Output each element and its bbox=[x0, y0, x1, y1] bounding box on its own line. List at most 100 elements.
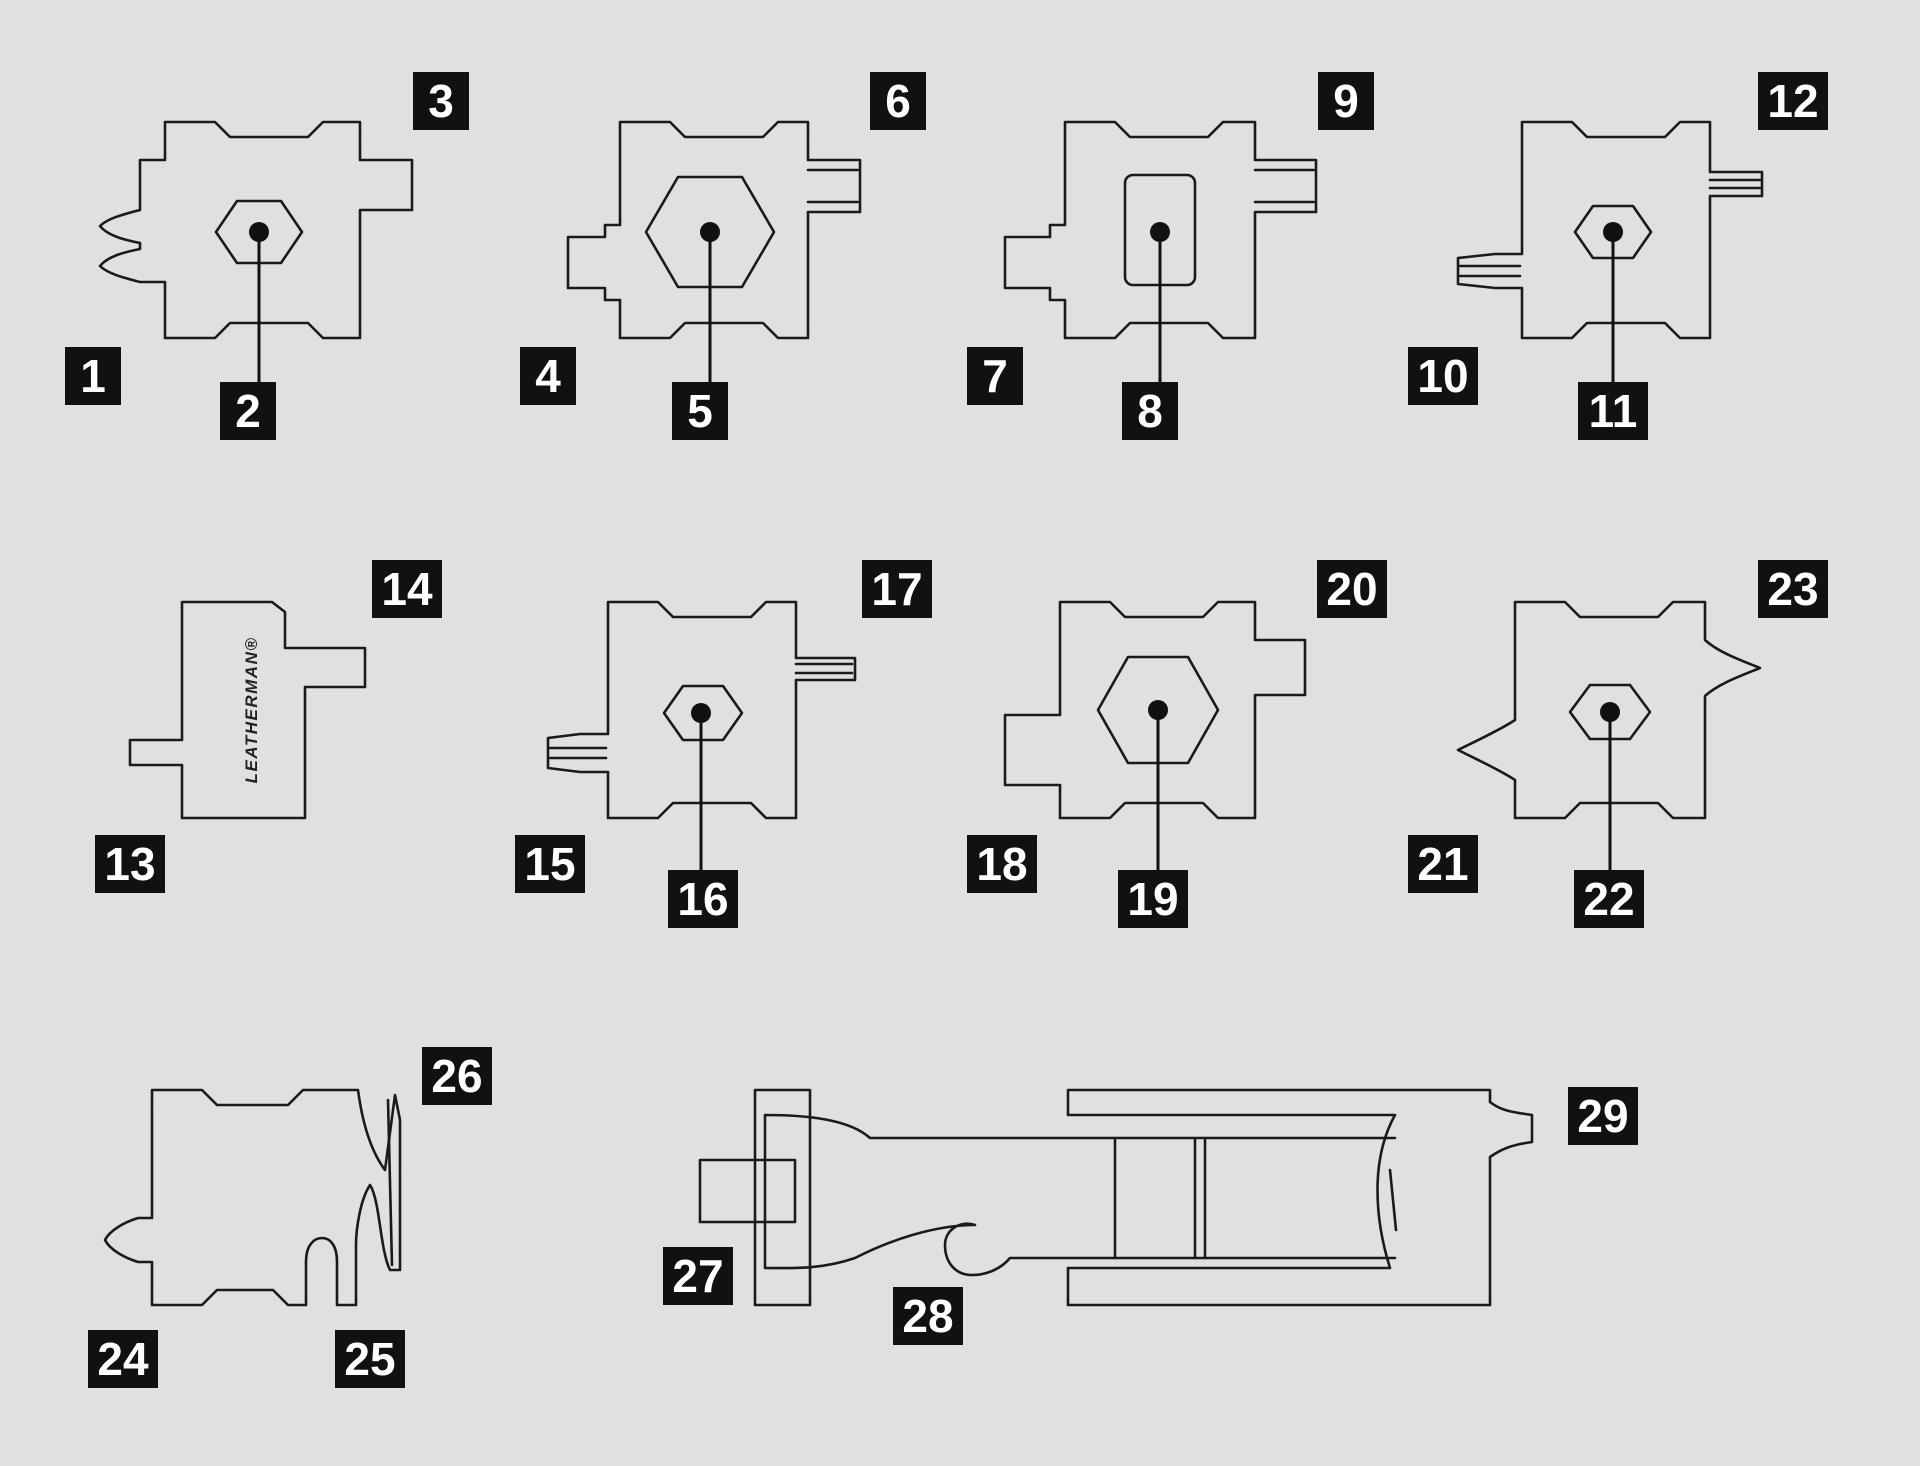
callout-number: 10 bbox=[1417, 350, 1468, 402]
callout-number: 20 bbox=[1326, 563, 1377, 615]
callout-badge-8: 8 bbox=[1122, 382, 1178, 440]
callout-number: 27 bbox=[672, 1250, 723, 1302]
callout-badge-19: 19 bbox=[1118, 870, 1188, 928]
callout-badge-24: 24 bbox=[88, 1330, 158, 1388]
callout-number: 26 bbox=[431, 1050, 482, 1102]
callout-badge-16: 16 bbox=[668, 870, 738, 928]
callout-number: 19 bbox=[1127, 873, 1178, 925]
callout-badge-box bbox=[668, 870, 738, 928]
callout-badge-25: 25 bbox=[335, 1330, 405, 1388]
callout-badge-6: 6 bbox=[870, 72, 926, 130]
callout-badge-box bbox=[1574, 870, 1644, 928]
callout-badge-box bbox=[1317, 560, 1387, 618]
callout-badge-box bbox=[520, 347, 576, 405]
callout-badge-box bbox=[422, 1047, 492, 1105]
callout-badge-22: 22 bbox=[1574, 870, 1644, 928]
callout-badge-1: 1 bbox=[65, 347, 121, 405]
callout-number: 6 bbox=[885, 75, 911, 127]
callout-number: 16 bbox=[677, 873, 728, 925]
bit-1-3 bbox=[98, 120, 414, 390]
callout-badge-4: 4 bbox=[520, 347, 576, 405]
callout-number: 12 bbox=[1767, 75, 1818, 127]
callout-badge-box bbox=[220, 382, 276, 440]
callout-badge-box bbox=[335, 1330, 405, 1388]
callout-badge-11: 11 bbox=[1578, 382, 1648, 440]
callout-badge-box bbox=[967, 835, 1037, 893]
callout-badge-box bbox=[1758, 72, 1828, 130]
callout-number: 11 bbox=[1589, 385, 1638, 437]
callout-badge-box bbox=[1568, 1087, 1638, 1145]
callout-badge-10: 10 bbox=[1408, 347, 1478, 405]
bit-4-6 bbox=[566, 120, 862, 390]
callout-badge-3: 3 bbox=[413, 72, 469, 130]
callout-number: 15 bbox=[524, 838, 575, 890]
callout-badge-box bbox=[88, 1330, 158, 1388]
callout-badge-box bbox=[862, 560, 932, 618]
bit-15-17 bbox=[546, 600, 857, 870]
callout-badge-box bbox=[1318, 72, 1374, 130]
callout-badge-box bbox=[1408, 347, 1478, 405]
callout-badge-box bbox=[372, 560, 442, 618]
callout-number: 23 bbox=[1767, 563, 1818, 615]
callout-number: 3 bbox=[428, 75, 454, 127]
callout-badge-5: 5 bbox=[672, 382, 728, 440]
bit-7-9 bbox=[1003, 120, 1318, 390]
callout-badge-29: 29 bbox=[1568, 1087, 1638, 1145]
callout-badge-box bbox=[672, 382, 728, 440]
bit-13-14: LEATHERMAN® bbox=[128, 600, 367, 820]
callout-badge-box bbox=[413, 72, 469, 130]
callout-badge-box bbox=[1118, 870, 1188, 928]
bit-24-26 bbox=[103, 1088, 402, 1307]
callout-number: 28 bbox=[902, 1290, 953, 1342]
callout-badge-box bbox=[967, 347, 1023, 405]
bit-21-23 bbox=[1456, 600, 1762, 870]
callout-badge-21: 21 bbox=[1408, 835, 1478, 893]
callout-badge-box bbox=[1408, 835, 1478, 893]
callout-badge-12: 12 bbox=[1758, 72, 1828, 130]
callout-number: 7 bbox=[982, 350, 1008, 402]
callout-badge-23: 23 bbox=[1758, 560, 1828, 618]
callout-number: 2 bbox=[235, 385, 261, 437]
callout-badge-box bbox=[1122, 382, 1178, 440]
callout-number: 9 bbox=[1333, 75, 1359, 127]
callout-number: 4 bbox=[535, 350, 561, 402]
callout-badge-15: 15 bbox=[515, 835, 585, 893]
callout-number: 24 bbox=[97, 1333, 149, 1385]
callout-number: 1 bbox=[80, 350, 106, 402]
callout-badge-box bbox=[1758, 560, 1828, 618]
callout-number: 25 bbox=[344, 1333, 395, 1385]
callout-number: 13 bbox=[104, 838, 155, 890]
callout-badge-17: 17 bbox=[862, 560, 932, 618]
callout-badge-box bbox=[65, 347, 121, 405]
callout-number: 22 bbox=[1583, 873, 1634, 925]
callout-badge-27: 27 bbox=[663, 1247, 733, 1305]
callout-badge-20: 20 bbox=[1317, 560, 1387, 618]
callout-badge-box bbox=[515, 835, 585, 893]
callout-badge-box bbox=[893, 1287, 963, 1345]
callout-number: 14 bbox=[381, 563, 433, 615]
bit-10-12 bbox=[1456, 120, 1764, 390]
callout-badge-26: 26 bbox=[422, 1047, 492, 1105]
callout-number: 17 bbox=[871, 563, 922, 615]
callout-number: 21 bbox=[1417, 838, 1468, 890]
callout-badge-18: 18 bbox=[967, 835, 1037, 893]
callout-number: 8 bbox=[1137, 385, 1163, 437]
callout-badge-14: 14 bbox=[372, 560, 442, 618]
callout-badge-box bbox=[663, 1247, 733, 1305]
bit-18-20 bbox=[1003, 600, 1307, 870]
callout-badge-box bbox=[870, 72, 926, 130]
callout-badge-box bbox=[95, 835, 165, 893]
callout-badge-7: 7 bbox=[967, 347, 1023, 405]
callout-number: 18 bbox=[976, 838, 1027, 890]
callout-number: 29 bbox=[1577, 1090, 1628, 1142]
callout-badge-9: 9 bbox=[1318, 72, 1374, 130]
callout-number: 5 bbox=[687, 385, 713, 437]
bit-27-29 bbox=[698, 1088, 1534, 1307]
brand-logo-text: LEATHERMAN® bbox=[242, 637, 261, 784]
callout-badge-2: 2 bbox=[220, 382, 276, 440]
callout-badge-13: 13 bbox=[95, 835, 165, 893]
callout-badge-box bbox=[1578, 382, 1648, 440]
callout-badge-28: 28 bbox=[893, 1287, 963, 1345]
